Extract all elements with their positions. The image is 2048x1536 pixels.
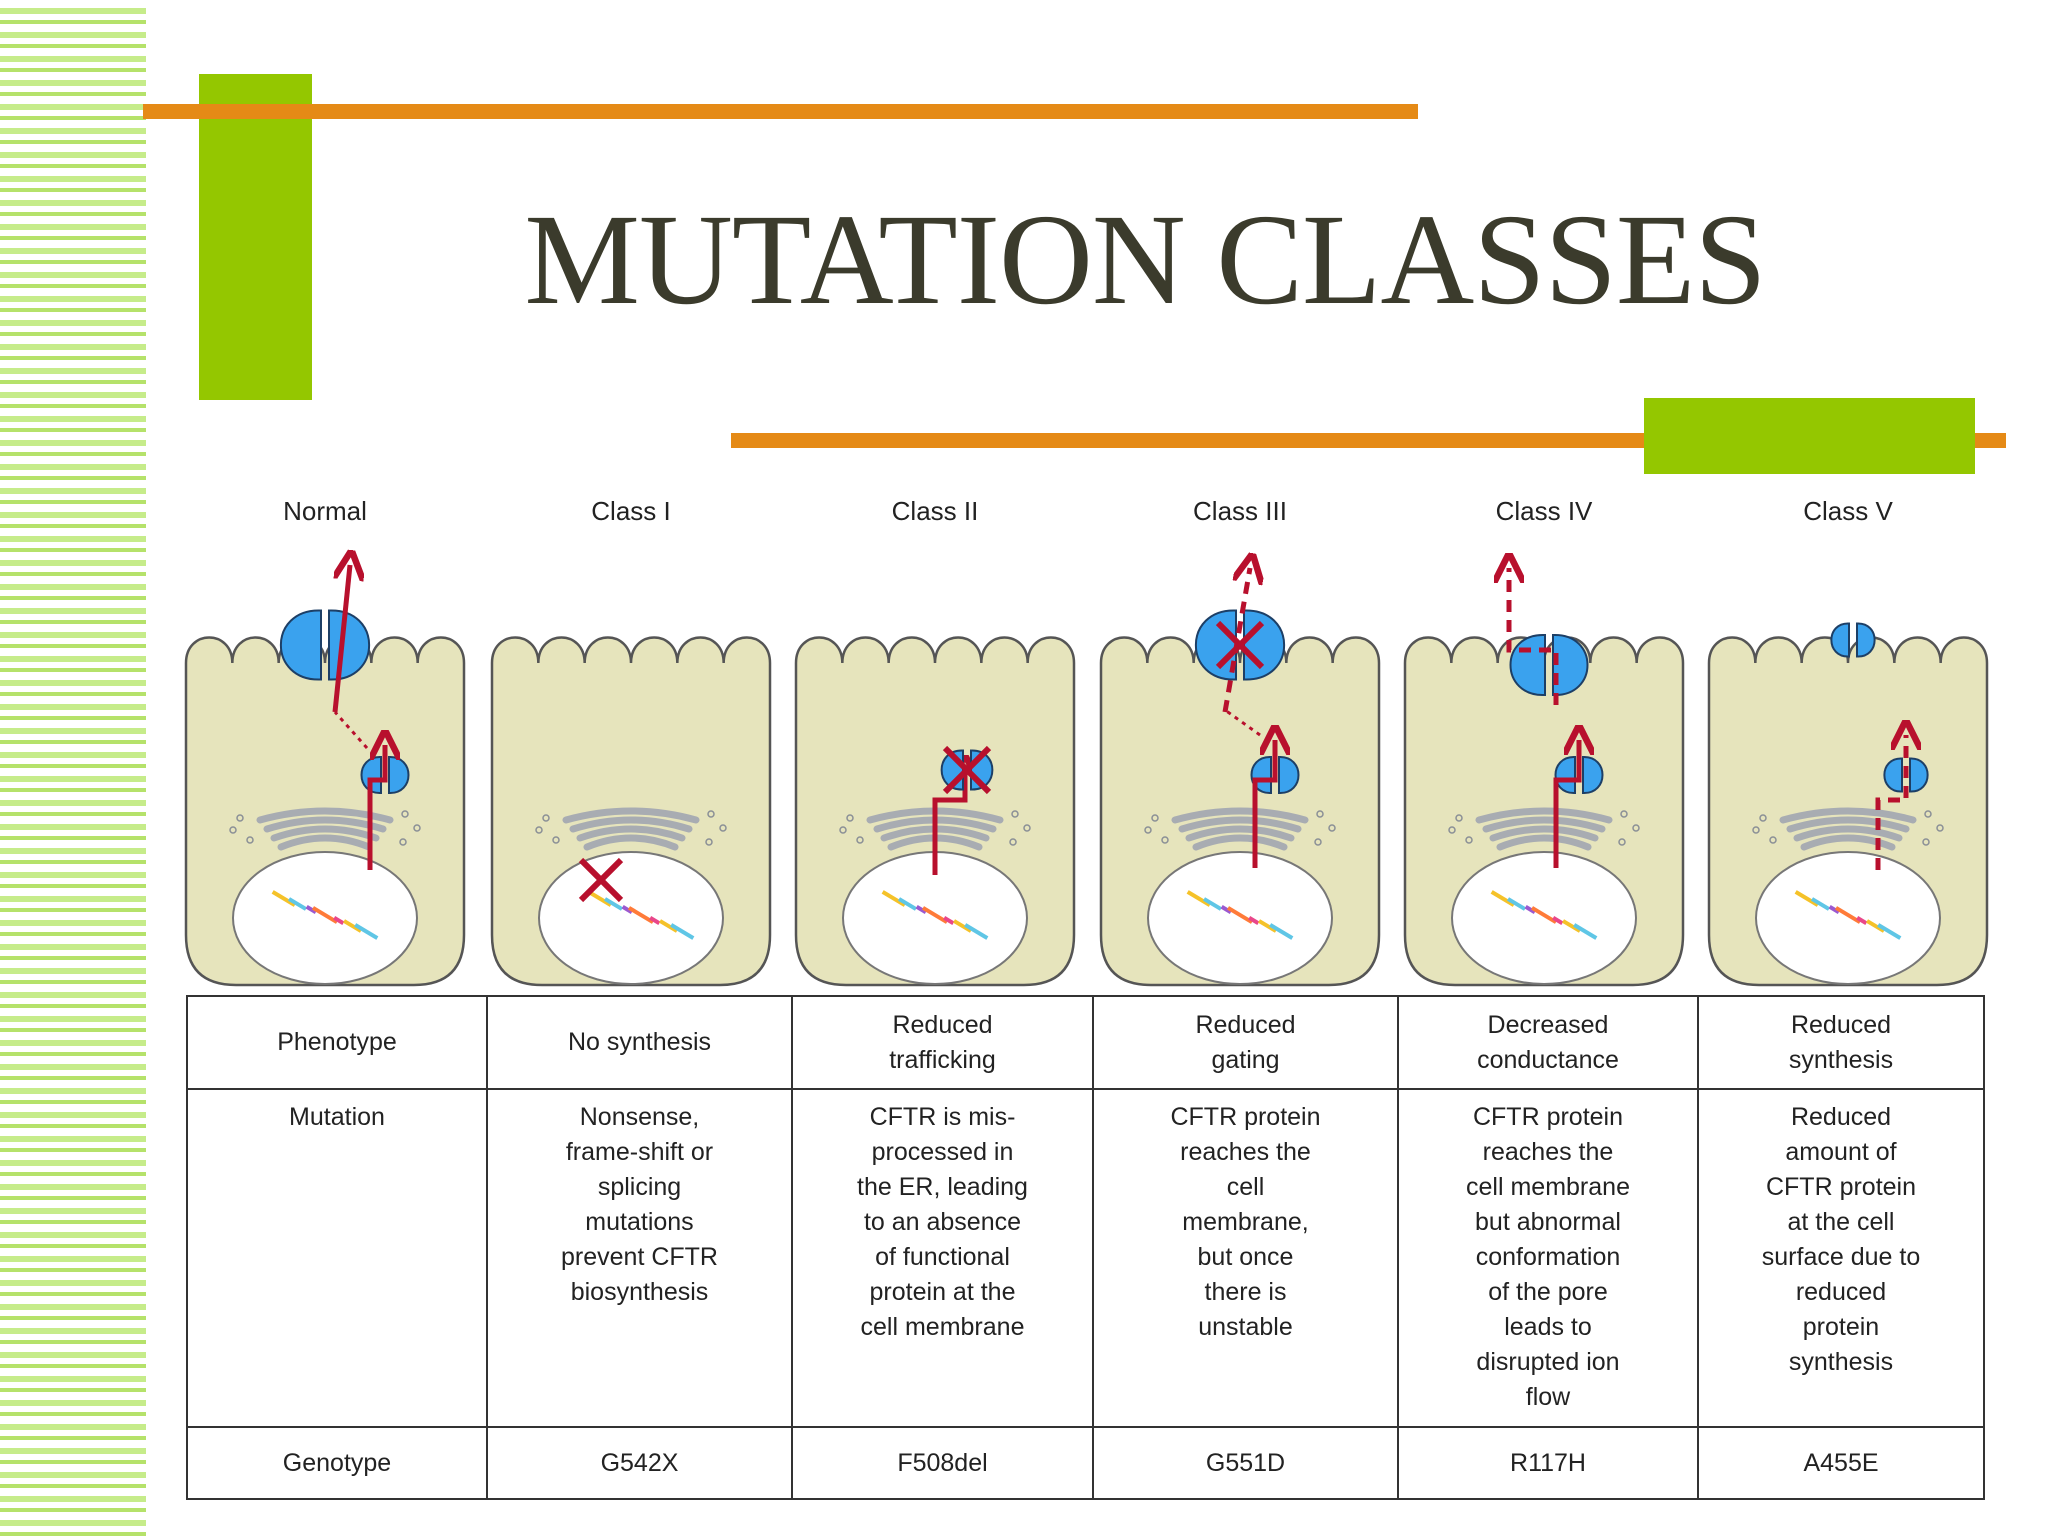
table-row-phenotype: Phenotype No synthesis Reduced trafficki…	[186, 995, 1985, 1090]
column-label: Class II	[891, 496, 979, 526]
phenotype-cell: Reduced gating	[1092, 995, 1399, 1090]
table-row-mutation: Mutation Nonsense, frame-shift or splici…	[186, 1088, 1985, 1428]
genotype-cell: G542X	[486, 1426, 793, 1500]
trafficking-dots	[1224, 708, 1261, 737]
genotype-cell: R117H	[1397, 1426, 1699, 1500]
genotype-cell: F508del	[791, 1426, 1094, 1500]
orange-rule-top	[143, 104, 1418, 119]
row-header-genotype: Genotype	[186, 1426, 488, 1500]
trafficking-arrow	[932, 770, 965, 875]
column-label: Class III	[1193, 496, 1287, 526]
golgi-apparatus	[1752, 807, 1944, 851]
cftr-vesicle-protein	[1554, 755, 1604, 795]
golgi-apparatus	[535, 807, 727, 851]
mutation-cell: CFTR protein reaches the cell membrane b…	[1397, 1088, 1699, 1428]
row-header-mutation: Mutation	[186, 1088, 488, 1428]
misprocessed-cross	[942, 745, 992, 795]
phenotype-cell: Decreased conductance	[1397, 995, 1699, 1090]
mutation-cell: CFTR protein reaches the cell membrane, …	[1092, 1088, 1399, 1428]
dna-helix	[587, 890, 695, 940]
nucleus	[232, 851, 418, 985]
column-label: Class V	[1803, 496, 1893, 526]
mutation-cell: CFTR is mis- processed in the ER, leadin…	[791, 1088, 1094, 1428]
reduced-ion-flow-arrow	[1509, 568, 1559, 705]
row-header-phenotype: Phenotype	[186, 995, 488, 1090]
trafficking-arrow	[367, 745, 385, 870]
genotype-cell: A455E	[1697, 1426, 1985, 1500]
dna-helix	[1794, 890, 1902, 940]
table-row-genotype: Genotype G542X F508del G551D R117H A455E	[186, 1426, 1985, 1500]
cftr-vesicle-protein	[1250, 755, 1300, 795]
cftr-vesicle-protein	[1883, 757, 1929, 793]
column-label: Class I	[591, 496, 671, 526]
dna-helix	[271, 890, 379, 940]
nucleus	[538, 851, 724, 985]
trafficking-arrow	[1252, 740, 1275, 868]
mutation-cell: Nonsense, frame-shift or splicing mutati…	[486, 1088, 793, 1428]
nucleus	[1755, 851, 1941, 985]
trafficking-arrow	[1553, 740, 1579, 868]
cftr-channel-abnormal-pore	[1509, 633, 1589, 697]
no-synthesis-cross	[578, 857, 624, 903]
green-accent-bar-left	[199, 74, 312, 400]
dna-helix	[1186, 890, 1294, 940]
golgi-apparatus	[1144, 807, 1336, 851]
phenotype-cell: Reduced synthesis	[1697, 995, 1985, 1090]
ion-flow-arrow	[332, 565, 350, 713]
green-accent-bar-right	[1644, 398, 1975, 474]
dna-helix	[881, 890, 989, 940]
column-label: Normal	[283, 496, 367, 526]
column-label: Class IV	[1495, 496, 1593, 526]
cftr-channel-reduced	[1830, 622, 1876, 658]
dna-helix	[1490, 890, 1598, 940]
reduced-synthesis-arrow	[1875, 735, 1906, 870]
golgi-apparatus	[1448, 807, 1640, 851]
cftr-vesicle-protein	[360, 755, 410, 795]
genotype-cell: G551D	[1092, 1426, 1399, 1500]
striped-sidebar-decoration	[0, 0, 146, 1536]
nucleus	[1147, 851, 1333, 985]
phenotype-cell: Reduced trafficking	[791, 995, 1094, 1090]
slide-title: MUTATION CLASSES	[524, 188, 1766, 332]
gating-defect-cross	[1215, 620, 1265, 670]
phenotype-cell: No synthesis	[486, 995, 793, 1090]
mutation-cell: Reduced amount of CFTR protein at the ce…	[1697, 1088, 1985, 1428]
mutation-classes-table: Phenotype No synthesis Reduced trafficki…	[186, 995, 1985, 1500]
nucleus	[1451, 851, 1637, 985]
blocked-ion-flow-arrow	[1222, 568, 1250, 713]
